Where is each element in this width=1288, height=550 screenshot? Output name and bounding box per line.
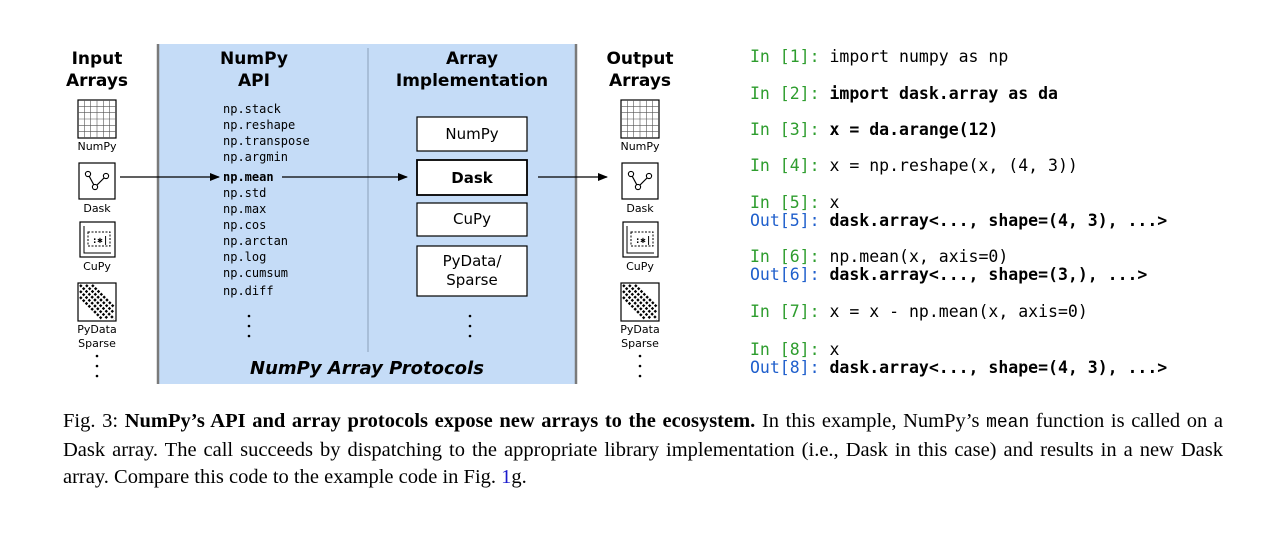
output-cupy-label: CuPy — [626, 260, 654, 273]
output-sparse-label-line2: Sparse — [621, 337, 659, 350]
function-item: np.reshape — [223, 118, 295, 132]
impl-numpy-label: NumPy — [445, 125, 498, 143]
output-dask-array: Dask — [621, 162, 659, 215]
svg-text::✱|: :✱| — [635, 236, 651, 246]
numpy-function-list: np.stack np.reshape np.transpose np.argm… — [223, 102, 310, 298]
impl-header-line2: Implementation — [396, 71, 548, 91]
function-item: np.argmin — [223, 150, 288, 164]
caption-code: mean — [986, 413, 1030, 433]
in-prompt: In [3]: — [750, 120, 820, 139]
in-prompt: In [4]: — [750, 156, 820, 175]
numpy-api-header-line2: API — [238, 71, 270, 91]
in-prompt: In [1]: — [750, 47, 820, 66]
caption-prefix: Fig. 3: — [63, 410, 125, 432]
input-dask-label: Dask — [83, 202, 111, 215]
cell-output: dask.array<..., shape=(4, 3), ...> — [829, 358, 1168, 377]
cell-input: np.mean(x, axis=0) — [829, 247, 1009, 266]
cell-input: x = x - np.mean(x, axis=0) — [829, 302, 1088, 321]
in-prompt: In [8]: — [750, 340, 820, 359]
function-item: np.arctan — [223, 234, 288, 248]
impl-ellipsis — [468, 314, 472, 338]
output-header-line2: Arrays — [609, 71, 671, 91]
function-list-ellipsis — [247, 314, 251, 338]
caption-text: In this example, NumPy’s — [755, 410, 987, 432]
cell-output: dask.array<..., shape=(4, 3), ...> — [829, 211, 1168, 230]
dask-graph-icon — [78, 162, 116, 200]
output-numpy-array: NumPy — [620, 99, 660, 153]
output-dask-label: Dask — [626, 202, 654, 215]
out-prompt: Out[8]: — [750, 358, 820, 377]
function-item: np.max — [223, 202, 266, 216]
input-header-line2: Arrays — [66, 71, 128, 91]
output-header-line1: Output — [606, 49, 673, 69]
cell-input: import dask.array as da — [829, 84, 1058, 103]
in-prompt: In [5]: — [750, 193, 820, 212]
impl-cupy-box: CuPy — [416, 202, 528, 237]
protocols-label: NumPy Array Protocols — [250, 358, 484, 379]
impl-sparse-label-line2: Sparse — [446, 271, 497, 289]
output-sparse-label-line1: PyData — [620, 323, 659, 336]
cell-input: x — [829, 340, 840, 359]
numpy-api-header-line1: NumPy — [220, 49, 288, 69]
ipython-session: In [1]: import numpy as np In [2]: impor… — [750, 46, 1167, 377]
impl-dask-box: Dask — [416, 159, 528, 196]
impl-sparse-box: PyData/ Sparse — [416, 245, 528, 297]
in-prompt: In [7]: — [750, 302, 820, 321]
function-item: np.log — [223, 250, 266, 264]
cell-input: x — [829, 193, 840, 212]
in-prompt: In [2]: — [750, 84, 820, 103]
function-item: np.transpose — [223, 134, 310, 148]
caption-text: function is called on a Dask array. The … — [63, 410, 1224, 488]
function-item-highlighted: np.mean — [223, 170, 274, 184]
numpy-grid-lines — [78, 100, 116, 138]
code-cell-7: In [7]: x = x - np.mean(x, axis=0) — [750, 303, 1088, 321]
cell-output: dask.array<..., shape=(3,), ...> — [829, 265, 1148, 284]
out-prompt: Out[6]: — [750, 265, 820, 284]
impl-cupy-label: CuPy — [453, 210, 491, 228]
impl-dask-label: Dask — [451, 169, 494, 187]
input-numpy-label: NumPy — [77, 140, 117, 153]
code-cell-6: In [6]: np.mean(x, axis=0) Out[6]: dask.a… — [750, 248, 1147, 284]
input-cupy-label: CuPy — [83, 260, 111, 273]
function-item: np.stack — [223, 102, 282, 116]
code-cell-3: In [3]: x = da.arange(12) — [750, 121, 998, 139]
output-ellipsis — [638, 354, 642, 378]
cell-input: import numpy as np — [829, 47, 1009, 66]
cell-input: x = da.arange(12) — [829, 120, 999, 139]
code-cell-1: In [1]: import numpy as np — [750, 48, 1008, 66]
input-cupy-array: :✱| CuPy — [79, 221, 116, 273]
svg-text::✱|: :✱| — [92, 236, 108, 246]
impl-numpy-box: NumPy — [416, 116, 528, 152]
impl-header-line1: Array — [446, 49, 498, 69]
function-item: np.cumsum — [223, 266, 288, 280]
input-ellipsis — [95, 354, 99, 378]
diagram: Input Arrays NumPy API Array Implementat… — [66, 44, 674, 384]
input-sparse-label-line1: PyData — [77, 323, 116, 336]
caption-title: NumPy’s API and array protocols expose n… — [124, 410, 756, 432]
code-cell-2: In [2]: import dask.array as da — [750, 85, 1058, 103]
input-dask-array: Dask — [78, 162, 116, 215]
function-item: np.std — [223, 186, 266, 200]
input-numpy-array: NumPy — [77, 99, 117, 153]
in-prompt: In [6]: — [750, 247, 820, 266]
numpy-grid-lines — [621, 100, 659, 138]
figure-reference-link[interactable]: 1 — [501, 466, 512, 488]
input-header-line1: Input — [72, 49, 123, 69]
output-sparse-array: PyData Sparse — [620, 282, 660, 350]
output-numpy-label: NumPy — [620, 140, 660, 153]
impl-sparse-label-line1: PyData/ — [443, 252, 503, 270]
function-item: np.cos — [223, 218, 266, 232]
caption-text: g. — [511, 466, 527, 488]
code-cell-4: In [4]: x = np.reshape(x, (4, 3)) — [750, 157, 1078, 175]
dask-graph-icon — [621, 162, 659, 200]
input-sparse-array: PyData Sparse — [77, 282, 117, 350]
cell-input: x = np.reshape(x, (4, 3)) — [829, 156, 1078, 175]
out-prompt: Out[5]: — [750, 211, 820, 230]
input-sparse-label-line2: Sparse — [78, 337, 116, 350]
output-cupy-array: :✱| CuPy — [622, 221, 659, 273]
figure-caption: Fig. 3: NumPy’s API and array protocols … — [63, 408, 1223, 491]
function-item: np.diff — [223, 284, 274, 298]
